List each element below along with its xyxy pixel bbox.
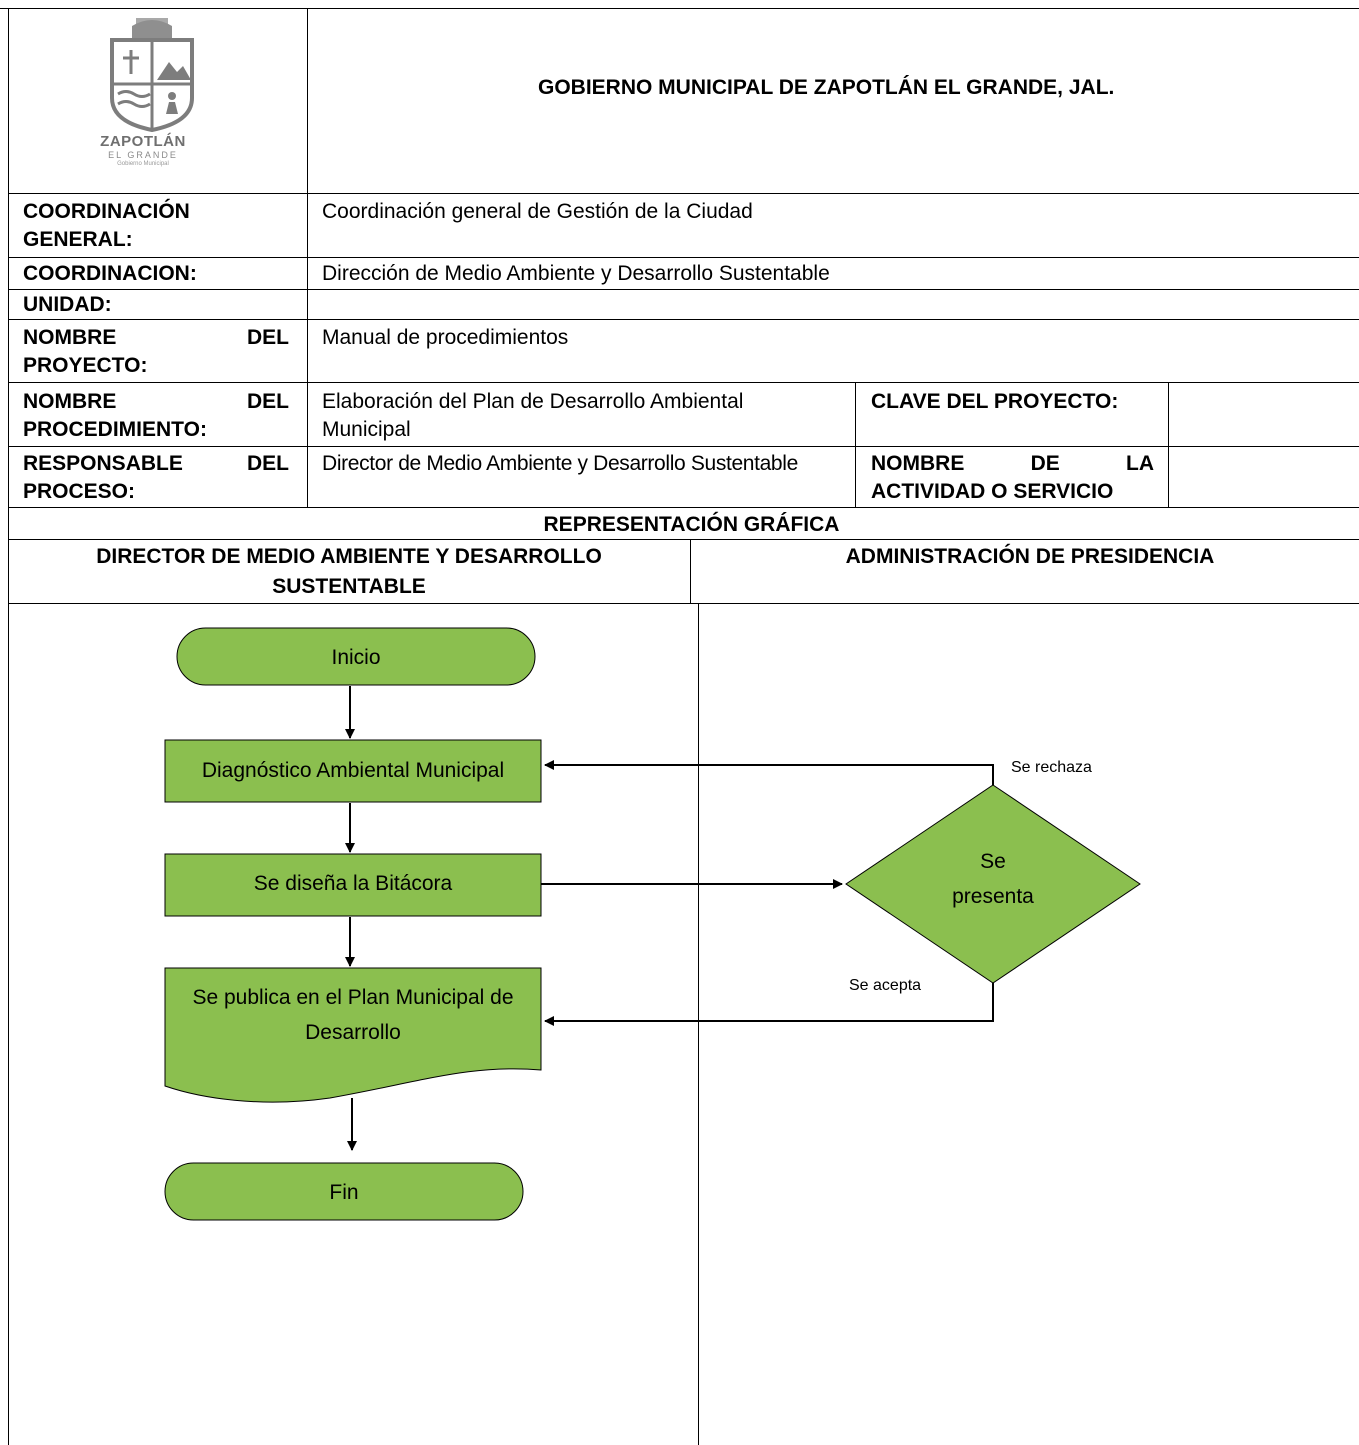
end-terminator — [164, 1162, 524, 1221]
actividad-label-word1: NOMBRE — [871, 452, 965, 475]
responsable-label-line2: PROCESO: — [23, 480, 136, 503]
publica-label-line1: Se publica en el Plan Municipal de — [192, 986, 513, 1009]
edge-label-rechaza: Se rechaza — [1011, 759, 1092, 776]
logo-name: ZAPOTLÁN — [100, 133, 186, 150]
lane-header-right: ADMINISTRACIÓN DE PRESIDENCIA — [845, 545, 1215, 568]
row-divider-2 — [8, 289, 1359, 290]
section-title: REPRESENTACIÓN GRÁFICA — [543, 513, 840, 536]
row-divider-4 — [8, 382, 1359, 383]
actividad-label-word3: LA — [1126, 452, 1154, 475]
publica-label-line2: Desarrollo — [305, 1021, 401, 1044]
end-label: Fin — [329, 1181, 358, 1204]
procedimiento-label-line1: NOMBRE DEL — [23, 390, 289, 414]
procedimiento-label-line2: PROCEDIMIENTO: — [23, 418, 207, 441]
lane-header-left-line1: DIRECTOR DE MEDIO AMBIENTE Y DESARROLLO — [96, 545, 602, 568]
coord-general-label-line2: GENERAL: — [23, 228, 133, 251]
decision-label-line1: Se — [980, 850, 1006, 873]
edge-rechaza — [544, 760, 994, 785]
edge-label-acepta: Se acepta — [849, 977, 921, 994]
proyecto-value: Manual de procedimientos — [322, 326, 569, 349]
responsable-label-line1: RESPONSABLE DEL — [23, 452, 289, 476]
coordinacion-value: Dirección de Medio Ambiente y Desarrollo… — [322, 262, 830, 285]
unidad-label: UNIDAD: — [23, 293, 112, 316]
table-border-top — [0, 8, 1359, 9]
column-divider-clave — [855, 382, 856, 507]
responsable-label-word1: RESPONSABLE — [23, 452, 183, 475]
bitacora-label: Se diseña la Bitácora — [254, 872, 453, 895]
coord-general-value: Coordinación general de Gestión de la Ci… — [322, 200, 753, 223]
procedimiento-value-line2: Municipal — [322, 418, 411, 441]
row-divider-6 — [8, 507, 1359, 508]
proyecto-label-word1: NOMBRE — [23, 326, 117, 349]
procedimiento-label-word1: NOMBRE — [23, 390, 117, 413]
table-border-left — [8, 8, 9, 1445]
row-divider-5 — [8, 446, 1359, 447]
decision-presenta — [845, 784, 1141, 984]
row-divider-3 — [8, 319, 1359, 320]
row-divider-7 — [8, 539, 1359, 540]
proyecto-label-line1: NOMBRE DEL — [23, 326, 289, 350]
proyecto-label-line2: PROYECTO: — [23, 354, 148, 377]
coord-general-label-line1: COORDINACIÓN — [23, 200, 190, 223]
start-label: Inicio — [331, 646, 380, 669]
lane-header-divider — [690, 539, 691, 604]
logo-subname: EL GRANDE — [108, 150, 178, 160]
row-divider-header — [8, 193, 1359, 194]
proyecto-label-word2: DEL — [247, 326, 289, 349]
row-divider-1 — [8, 257, 1359, 258]
diagnostico-label: Diagnóstico Ambiental Municipal — [202, 759, 504, 782]
responsable-label-word2: DEL — [247, 452, 289, 475]
decision-label-line2: presenta — [952, 885, 1034, 908]
process-diagnostico — [164, 739, 542, 803]
coat-of-arms-icon — [110, 18, 194, 133]
process-bitacora — [164, 853, 542, 917]
actividad-label-line1: NOMBRE DE LA — [871, 452, 1154, 476]
column-divider-clave-value — [1168, 382, 1169, 507]
swimlane-divider — [698, 603, 699, 1445]
clave-proyecto-label: CLAVE DEL PROYECTO: — [871, 390, 1119, 413]
logo-tagline: Gobierno Municipal — [117, 161, 169, 167]
coordinacion-label: COORDINACION: — [23, 262, 197, 285]
edge-acepta — [544, 983, 994, 1026]
start-terminator — [176, 627, 536, 686]
row-divider-8 — [8, 603, 1359, 604]
responsable-value: Director de Medio Ambiente y Desarrollo … — [322, 452, 798, 475]
document-publica — [164, 967, 542, 1103]
procedimiento-label-word2: DEL — [247, 390, 289, 413]
page-title: GOBIERNO MUNICIPAL DE ZAPOTLÁN EL GRANDE… — [538, 76, 1115, 99]
actividad-label-word2: DE — [1030, 452, 1060, 475]
procedimiento-value-line1: Elaboración del Plan de Desarrollo Ambie… — [322, 390, 744, 413]
municipal-logo: ZAPOTLÁN EL GRANDE Gobierno Municipal — [84, 10, 230, 192]
actividad-label-line2: ACTIVIDAD O SERVICIO — [871, 480, 1114, 503]
lane-header-left-line2: SUSTENTABLE — [272, 575, 426, 598]
